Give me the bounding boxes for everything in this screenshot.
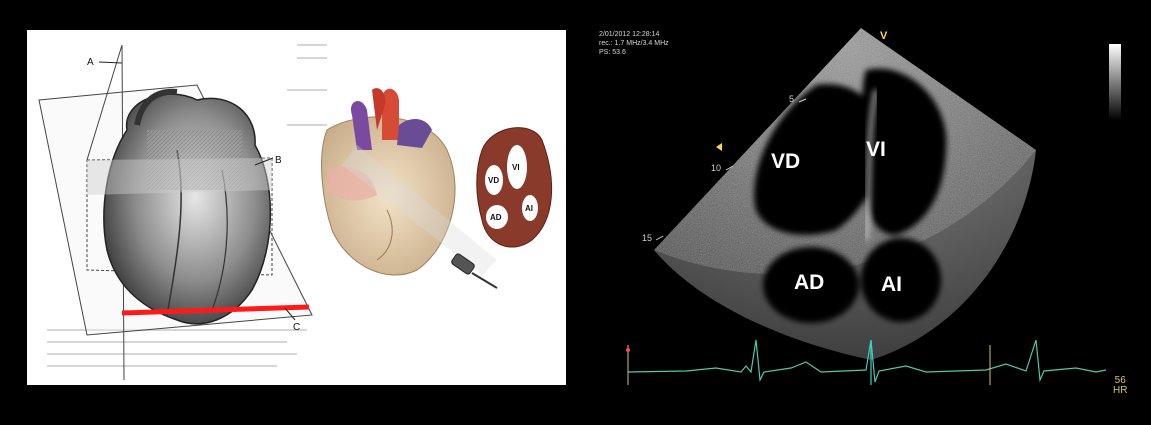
illustrated-heart bbox=[322, 88, 497, 275]
depth-label-5: 5 bbox=[789, 94, 794, 104]
heart-anatomy-illustration-panel: A B C bbox=[27, 30, 566, 385]
echo-label-ai: AI bbox=[881, 273, 902, 297]
echocardiogram-svg bbox=[566, 0, 1151, 425]
depth-label-10: 10 bbox=[711, 163, 721, 173]
plane-label-c-text: C bbox=[293, 322, 300, 333]
heart-rate-readout: 56 HR bbox=[1113, 376, 1127, 396]
four-chamber-cross-section: VD VI AD AI bbox=[477, 128, 552, 247]
echo-frequency: rec.: 1.7 MHz/3.4 MHz bbox=[599, 39, 669, 48]
echo-label-ad: AD bbox=[794, 271, 824, 295]
cross-section-label-ad: AD bbox=[490, 213, 502, 222]
plane-label-a-text: A bbox=[87, 57, 94, 68]
echo-label-vi: VI bbox=[866, 138, 886, 162]
echo-metadata: 2/01/2012 12:28:14 rec.: 1.7 MHz/3.4 MHz… bbox=[599, 30, 669, 57]
cross-section-label-ai: AI bbox=[525, 204, 533, 213]
cross-section-label-vi: VI bbox=[512, 163, 520, 172]
focus-marker-icon bbox=[716, 143, 722, 151]
cardiac-chambers bbox=[754, 68, 946, 323]
echo-ps: PS: 53.6 bbox=[599, 48, 669, 57]
echocardiogram-panel: 2/01/2012 12:28:14 rec.: 1.7 MHz/3.4 MHz… bbox=[566, 0, 1151, 425]
plane-label-b-text: B bbox=[275, 155, 282, 166]
heart-rate-unit: HR bbox=[1113, 386, 1127, 396]
echo-datetime: 2/01/2012 12:28:14 bbox=[599, 30, 669, 39]
cross-section-label-vd: VD bbox=[488, 176, 499, 185]
heart-anatomy-svg: A B C bbox=[27, 30, 566, 385]
probe-orientation-marker: V bbox=[880, 30, 887, 42]
grayscale-bar bbox=[1109, 44, 1121, 120]
echo-label-vd: VD bbox=[771, 150, 800, 174]
plane-label-a: A bbox=[87, 57, 122, 68]
depth-label-15: 15 bbox=[642, 233, 652, 243]
ultrasound-sector bbox=[654, 28, 1036, 360]
